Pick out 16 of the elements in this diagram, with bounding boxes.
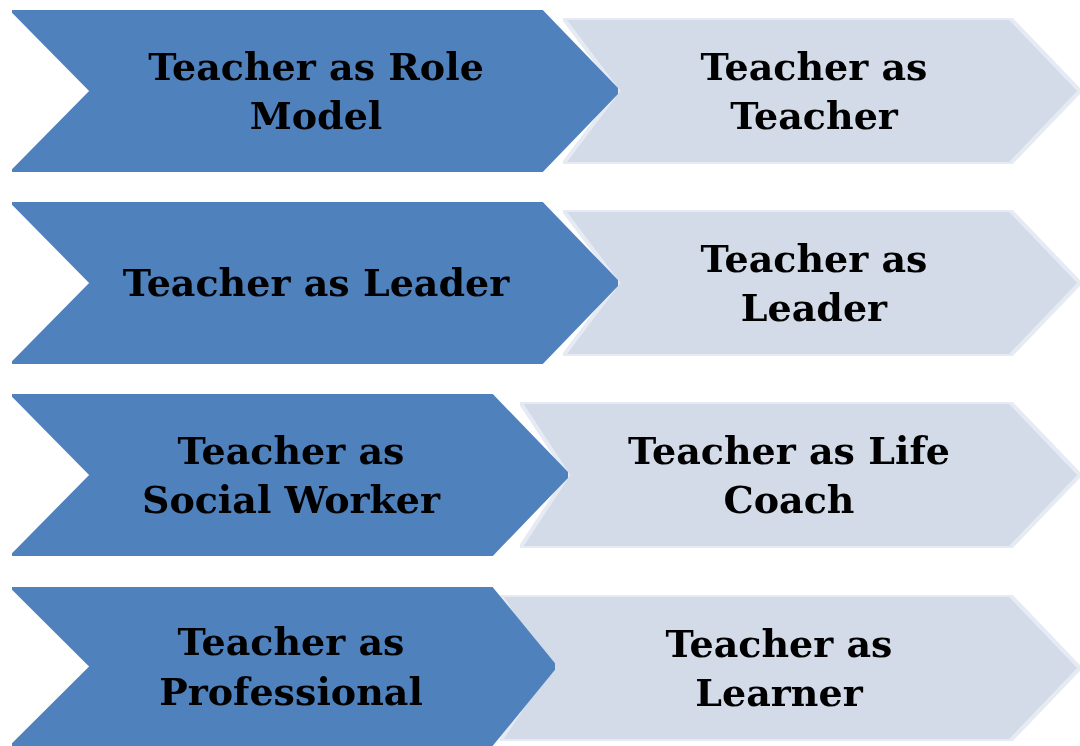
chevron-label: Teacher as Leader (122, 259, 510, 308)
chevron-label: Teacher as Leader (699, 234, 929, 332)
chevron-label: Teacher as Life Coach (627, 426, 951, 524)
chevron-banner (12, 587, 555, 746)
chevron-banner (563, 18, 1080, 164)
chevron-banner (12, 202, 618, 364)
chevron-banner (12, 10, 618, 172)
chevron-label: Teacher as Professional (158, 618, 424, 716)
chevron-banner (563, 210, 1080, 356)
chevron-banner (520, 402, 1080, 548)
chevron-label: Teacher as Learner (664, 619, 894, 717)
chevron-label: Teacher as Teacher (699, 42, 929, 140)
chevron-label: Teacher as Social Worker (140, 426, 442, 524)
chevron-banner (500, 595, 1080, 741)
chevron-label: Teacher as Role Model (147, 42, 485, 140)
chevron-banner (12, 394, 568, 556)
